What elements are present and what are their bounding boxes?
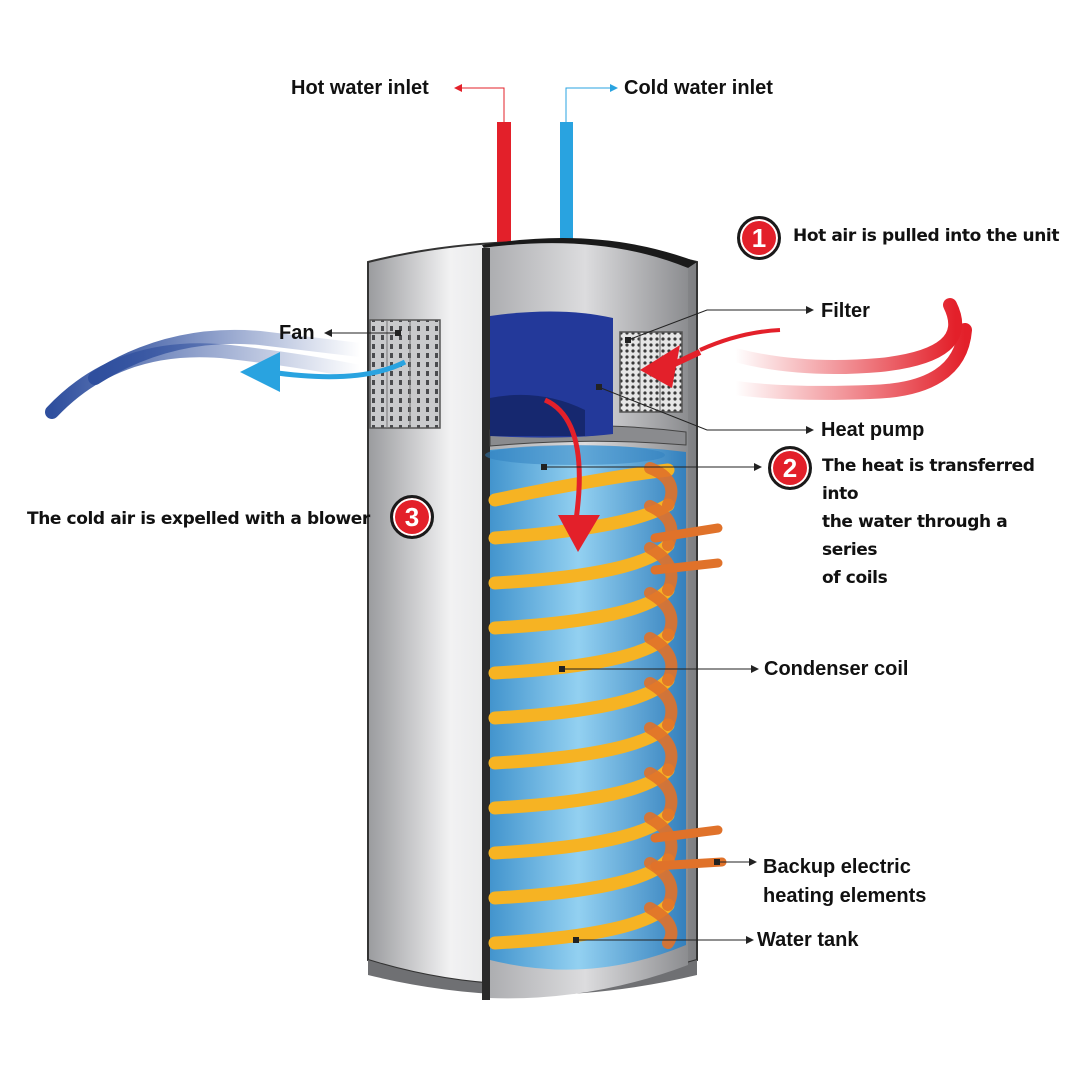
- water-tank-label: Water tank: [757, 929, 859, 951]
- cold-water-inlet-label: Cold water inlet: [624, 77, 773, 99]
- heat-flow-arrow: [543, 397, 582, 521]
- step-3-text: The cold air is expelled with a blower: [27, 509, 370, 529]
- step-1-text: Hot air is pulled into the unit: [793, 226, 1060, 246]
- hot-water-inlet-label: Hot water inlet: [291, 77, 429, 99]
- hot-air-intake: [728, 298, 972, 400]
- step-2-line3: of coils: [822, 568, 888, 589]
- backup-heating-elements: [650, 523, 727, 871]
- heat-pump-base: [490, 394, 585, 436]
- condenser-coil-label: Condenser coil: [764, 658, 909, 680]
- hot-air-arrow: [640, 345, 680, 388]
- cold-air-exhaust: [45, 329, 367, 419]
- step-2-line1: The heat is transferred into: [822, 456, 1035, 505]
- leader-filter: [627, 306, 814, 341]
- step-1-badge: 1: [737, 216, 781, 260]
- fan-vent: [369, 319, 441, 429]
- cold-air-arrow: [240, 352, 280, 392]
- backup-heating-label-line2: heating elements: [763, 885, 927, 907]
- leader-heat-pump: [600, 387, 814, 434]
- step-2-line2: the water through a series: [822, 512, 1008, 561]
- heat-pump-label: Heat pump: [821, 419, 925, 441]
- step-3-badge: 3: [390, 495, 434, 539]
- step-2-text: The heat is transferred into the water t…: [822, 452, 1067, 592]
- leader-hot-water: [454, 84, 505, 122]
- leader-cold-water: [565, 84, 618, 122]
- fan-label: Fan: [279, 322, 315, 344]
- step-2-badge: 2: [768, 446, 812, 490]
- cutaway-edge: [482, 248, 490, 1000]
- backup-heating-label-line1: Backup electric: [763, 856, 911, 878]
- filter-label: Filter: [821, 300, 870, 322]
- backup-heating-label: Backup electric heating elements: [763, 853, 926, 911]
